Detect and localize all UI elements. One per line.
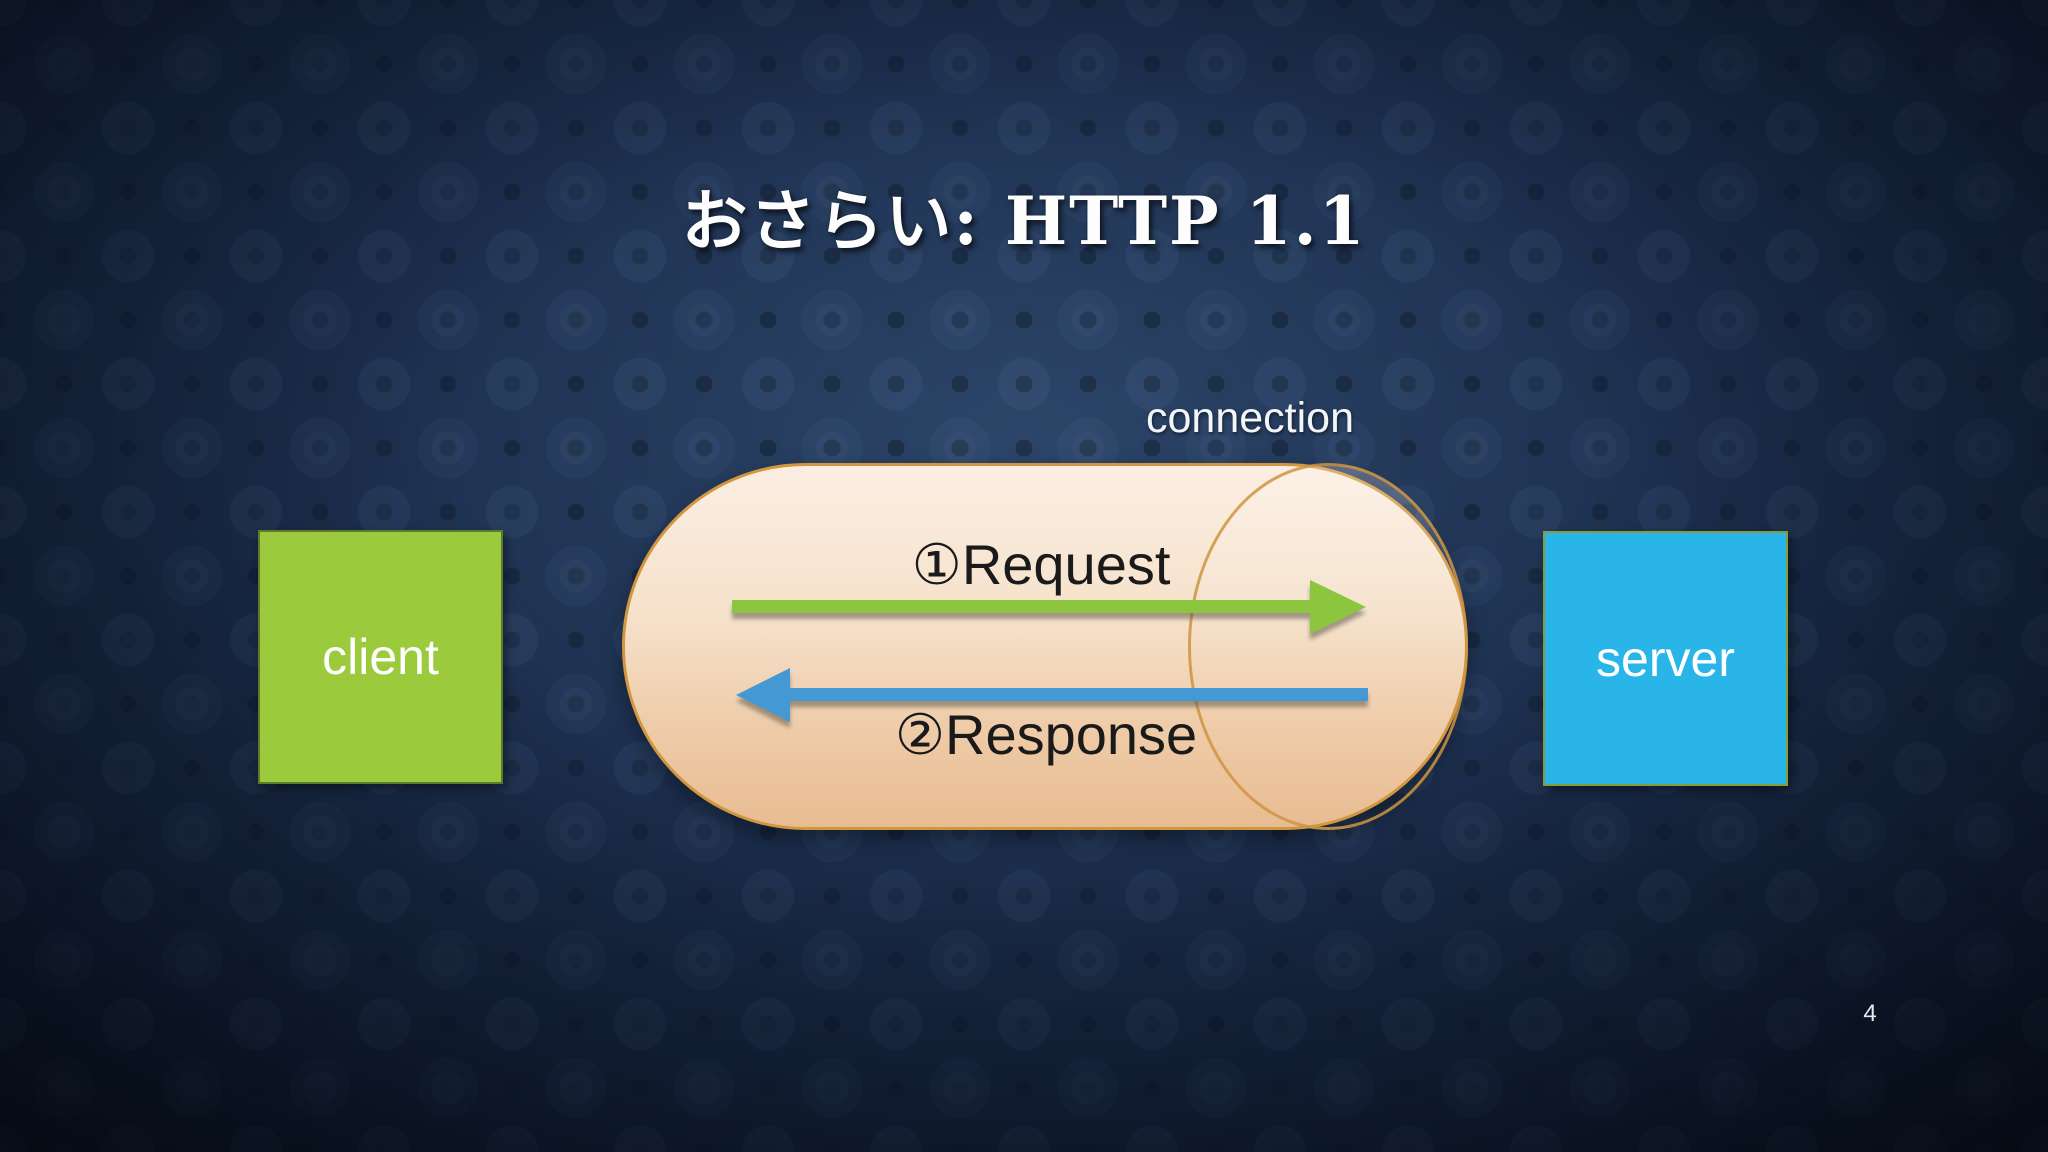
slide-title: おさらい: HTTP 1.1 <box>681 182 1367 260</box>
connection-label: connection <box>1146 394 1354 442</box>
response-arrow-icon <box>736 668 1368 722</box>
page-number: 4 <box>1863 1000 1877 1027</box>
request-arrow-icon <box>732 580 1366 634</box>
request-label: ①Request <box>911 533 1171 596</box>
response-label: ②Response <box>894 703 1198 766</box>
client-label: client <box>322 629 439 685</box>
request-arrow-shape <box>732 580 1366 634</box>
cylinder-end-ellipse <box>1188 463 1468 830</box>
client-box: client <box>258 530 503 784</box>
server-label: server <box>1596 630 1735 687</box>
response-arrow-shape <box>736 668 1368 722</box>
server-box: server <box>1543 531 1788 786</box>
